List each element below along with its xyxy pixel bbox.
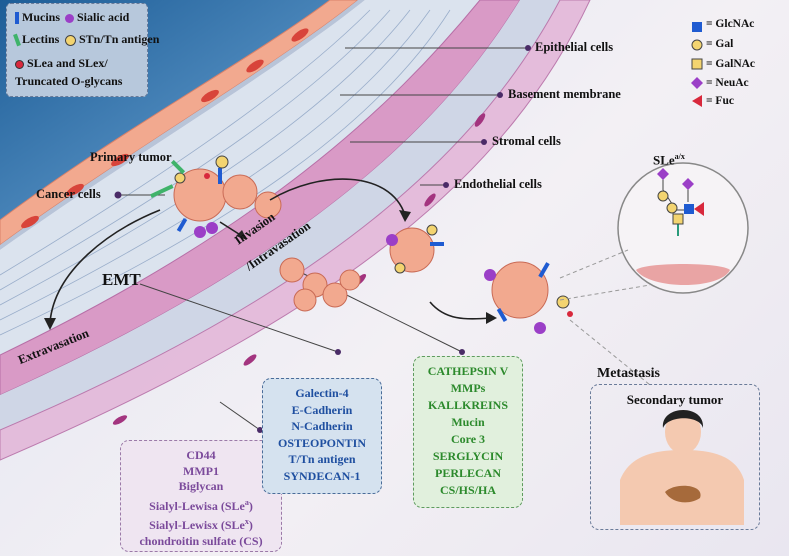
- endothelial-cells-label: Endothelial cells: [454, 177, 542, 191]
- stn-swatch: [65, 34, 76, 46]
- sialic-acid-swatch: [65, 13, 74, 23]
- mucin-swatch: [15, 12, 19, 25]
- epithelial-cells-label: Epithelial cells: [535, 40, 614, 54]
- purple-item-4: Sialyl-Lewisa (SLea): [129, 495, 273, 515]
- sle-sup: a/x: [674, 152, 685, 161]
- fiber-lines: [0, 9, 451, 336]
- invading-cells: [279, 257, 361, 312]
- legend-stn: STn/Tn antigen: [65, 32, 159, 47]
- emt-label: EMT: [102, 270, 141, 289]
- purple-marker-box: CD44 MMP1 Biglycan Sialyl-Lewisa (SLea) …: [120, 440, 282, 552]
- legend-mucins-label: Mucins: [22, 10, 61, 24]
- blue-item: SYNDECAN-1: [283, 468, 361, 483]
- patient-figure: [620, 409, 744, 525]
- legend-sialic-acid-label: Sialic acid: [77, 10, 130, 24]
- legend-gal-label: = Gal: [706, 38, 734, 50]
- green-item: PERLECAN: [434, 466, 501, 480]
- legend-slea: SLea and SLex/: [15, 56, 108, 71]
- legend-sialic-acid: Sialic acid: [65, 10, 129, 25]
- metastatic-cluster: [484, 261, 573, 334]
- green-item: MMPs: [450, 381, 486, 395]
- green-marker-box: CATHEPSIN V MMPs KALLKREINS Mucin Core 3…: [413, 356, 523, 508]
- legend-stn-label: STn/Tn antigen: [79, 32, 160, 46]
- epithelial-cell-nuclei: [21, 28, 309, 229]
- secondary-tumor-box: Secondary tumor: [590, 384, 760, 530]
- purple-item-3: Biglycan: [178, 479, 224, 493]
- glycan-legend-symbols: [691, 22, 703, 107]
- slea-swatch: [15, 59, 24, 69]
- purple-item-5: Sialyl-Lewisx (SLex): [129, 514, 273, 534]
- secondary-tumor-title: Secondary tumor: [626, 392, 724, 407]
- legend-galnac-label: = GalNAc: [706, 58, 756, 70]
- purple-item-1: CD44: [186, 448, 216, 462]
- legend-glcnac-label: = GlcNAc: [706, 18, 755, 30]
- green-item: Mucin: [451, 415, 485, 429]
- basement-membrane-label: Basement membrane: [508, 87, 621, 101]
- cancer-cells-label: Cancer cells: [36, 187, 101, 201]
- purple-item-4-close: ): [248, 498, 253, 513]
- purple-item-5-sup: x: [244, 517, 249, 526]
- legend-lectins-label: Lectins: [22, 32, 60, 46]
- leader-dots: [114, 45, 531, 433]
- legend-neuac-label: = NeuAc: [706, 77, 749, 89]
- legend-truncated-label: Truncated O-glycans: [15, 74, 123, 88]
- primary-tumor-label: Primary tumor: [90, 150, 172, 164]
- legend-fuc-label: = Fuc: [706, 95, 734, 107]
- purple-item-5-close: ): [248, 518, 253, 532]
- feature-legend: Mucins Sialic acid Lectins STn/Tn antige…: [6, 3, 159, 97]
- sle-base: SLe: [653, 152, 675, 168]
- blue-marker-box: Galectin-4 E-Cadherin N-Cadherin OSTEOPO…: [262, 378, 382, 494]
- metastasis-label: Metastasis: [597, 366, 660, 381]
- blue-item: T/Tn antigen: [288, 452, 356, 466]
- purple-item-2: MMP1: [183, 463, 219, 478]
- purple-item-4-sup: a: [244, 497, 249, 507]
- legend-mucins: Mucins: [15, 10, 60, 25]
- lectin-swatch: [13, 33, 21, 47]
- stromal-cells-label: Stromal cells: [492, 134, 561, 148]
- purple-item-5-text: Sialyl-Lewisx (SLe: [149, 518, 245, 532]
- primary-tumor-cluster: [150, 155, 282, 238]
- green-item: SERGLYCIN: [432, 449, 504, 463]
- green-item: CS/HS/HA: [439, 483, 496, 497]
- blue-item: N-Cadherin: [291, 419, 353, 433]
- purple-item-6: chondroitin sulfate (CS): [139, 533, 263, 548]
- basement-membrane: [0, 0, 365, 250]
- legend-slea-label: SLea and SLex/: [27, 56, 108, 70]
- sle-zoom-circle: [559, 162, 749, 386]
- vessel-lumen: [0, 0, 560, 430]
- green-item: CATHEPSIN V: [427, 364, 509, 378]
- circulating-tumor-cluster: [386, 224, 444, 274]
- legend-lectins: Lectins: [13, 32, 60, 47]
- sle-label: SLea/x: [653, 152, 685, 168]
- blue-item: OSTEOPONTIN: [277, 435, 367, 450]
- blue-item: E-Cadherin: [291, 402, 353, 417]
- blue-item: Galectin-4: [295, 386, 349, 400]
- purple-item-4-text: Sialyl-Lewisa (SLe: [149, 498, 245, 513]
- green-item: Core 3: [450, 432, 486, 446]
- green-item: KALLKREINS: [427, 398, 509, 412]
- arrow-heads: [44, 210, 497, 330]
